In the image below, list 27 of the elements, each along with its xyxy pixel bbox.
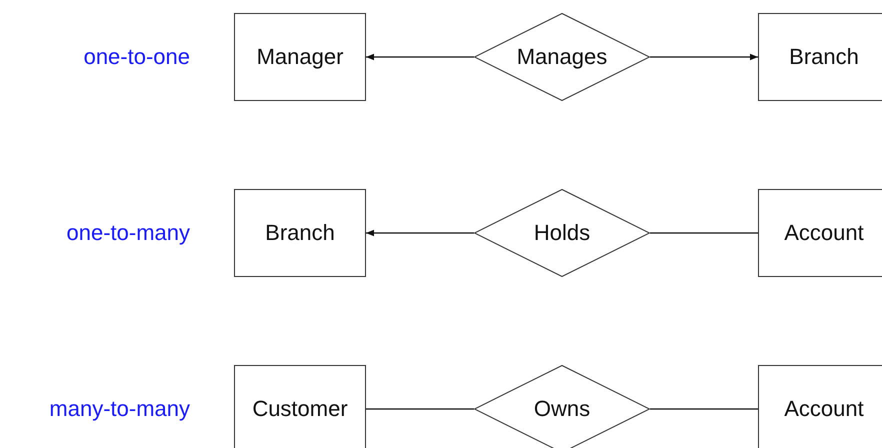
entity-box: [758, 189, 882, 277]
entity-name: Customer: [252, 396, 348, 422]
entity-box: [234, 365, 366, 448]
entity-name: Account: [784, 220, 864, 246]
relationship-diamond: [474, 13, 650, 101]
entity-box: [758, 365, 882, 448]
cardinality-label: many-to-many: [48, 396, 190, 422]
relationship-name: Owns: [534, 396, 590, 422]
cardinality-label: one-to-one: [82, 44, 190, 70]
arrow: [366, 54, 474, 60]
relationship-diamond: [474, 365, 650, 448]
entity-box: [234, 13, 366, 101]
connector-line: [650, 408, 758, 410]
connector-line: [366, 408, 474, 410]
connector-line: [650, 232, 758, 234]
entity-box: [758, 13, 882, 101]
entity-name: Manager: [256, 44, 344, 70]
entity-box: [234, 189, 366, 277]
entity-name: Account: [784, 396, 864, 422]
arrow: [366, 230, 474, 236]
entity-name: Branch: [789, 44, 859, 70]
relationship-name: Holds: [534, 220, 590, 246]
arrow: [650, 54, 758, 60]
entity-name: Branch: [265, 220, 335, 246]
relationship-name: Manages: [516, 44, 608, 70]
cardinality-label: one-to-many: [65, 220, 190, 246]
relationship-diamond: [474, 189, 650, 277]
